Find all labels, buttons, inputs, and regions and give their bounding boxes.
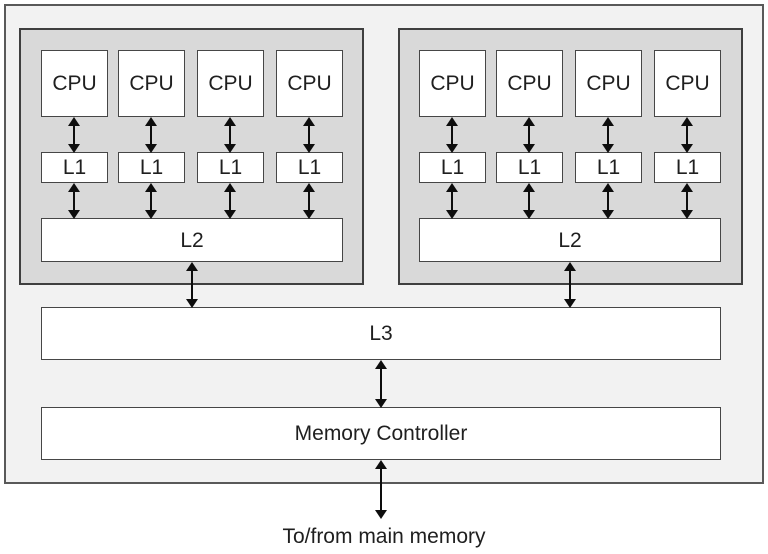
arrow-shaft <box>528 189 530 213</box>
l1-cache-box: L1 <box>654 152 721 183</box>
l1-cache-box: L1 <box>118 152 185 183</box>
arrow-shaft <box>191 268 193 302</box>
l3-memory-controller-arrow <box>375 360 387 408</box>
l2-l3-arrow <box>564 262 576 308</box>
main-memory-label: To/from main memory <box>282 525 486 548</box>
arrow-shaft <box>451 123 453 147</box>
cpu-box: CPU <box>197 50 264 117</box>
arrow-shaft <box>451 189 453 213</box>
l1-l2-arrow <box>523 183 535 219</box>
arrow-shaft <box>380 466 382 513</box>
main-memory-arrow <box>375 460 387 519</box>
arrow-shaft <box>150 189 152 213</box>
arrow-shaft <box>73 123 75 147</box>
arrow-shaft <box>229 123 231 147</box>
l1-cache-box: L1 <box>41 152 108 183</box>
l1-cache-box: L1 <box>197 152 264 183</box>
cpu-l1-arrow <box>523 117 535 153</box>
arrow-shaft <box>308 189 310 213</box>
arrow-shaft <box>686 123 688 147</box>
l1-cache-box: L1 <box>575 152 642 183</box>
cpu-box: CPU <box>118 50 185 117</box>
arrow-shaft <box>686 189 688 213</box>
cpu-box: CPU <box>419 50 486 117</box>
arrow-shaft <box>607 123 609 147</box>
arrow-shaft <box>528 123 530 147</box>
cpu-l1-arrow <box>68 117 80 153</box>
l2-cache-box: L2 <box>419 218 721 262</box>
cpu-box: CPU <box>654 50 721 117</box>
cpu-l1-arrow <box>446 117 458 153</box>
cpu-box: CPU <box>496 50 563 117</box>
cpu-box: CPU <box>276 50 343 117</box>
cpu-l1-arrow <box>224 117 236 153</box>
arrow-shaft <box>607 189 609 213</box>
l2-l3-arrow <box>186 262 198 308</box>
l1-l2-arrow <box>224 183 236 219</box>
cpu-box: CPU <box>575 50 642 117</box>
l1-cache-box: L1 <box>276 152 343 183</box>
arrow-shaft <box>569 268 571 302</box>
l1-l2-arrow <box>68 183 80 219</box>
arrow-shaft <box>380 366 382 402</box>
l1-l2-arrow <box>446 183 458 219</box>
l1-cache-box: L1 <box>419 152 486 183</box>
l1-l2-arrow <box>681 183 693 219</box>
cpu-box: CPU <box>41 50 108 117</box>
l1-l2-arrow <box>303 183 315 219</box>
cpu-l1-arrow <box>303 117 315 153</box>
cpu-l1-arrow <box>145 117 157 153</box>
l1-l2-arrow <box>602 183 614 219</box>
arrow-shaft <box>229 189 231 213</box>
cpu-l1-arrow <box>602 117 614 153</box>
arrow-shaft <box>150 123 152 147</box>
l2-cache-box: L2 <box>41 218 343 262</box>
l1-cache-box: L1 <box>496 152 563 183</box>
l3-cache-box: L3 <box>41 307 721 360</box>
memory-controller-box: Memory Controller <box>41 407 721 460</box>
arrow-shaft <box>308 123 310 147</box>
l1-l2-arrow <box>145 183 157 219</box>
arrow-shaft <box>73 189 75 213</box>
cpu-l1-arrow <box>681 117 693 153</box>
